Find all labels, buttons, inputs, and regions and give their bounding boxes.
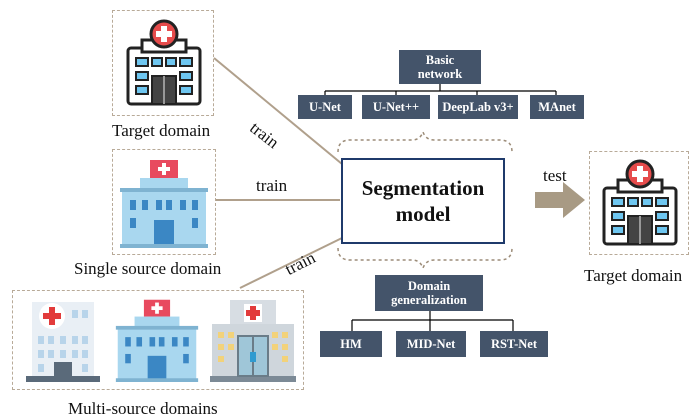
train-label-middle: train: [256, 176, 288, 195]
model-brace-top: [337, 129, 513, 153]
target-domain-box: [112, 10, 214, 116]
test-label: test: [543, 166, 567, 185]
domain-generalization-tree: [351, 311, 514, 331]
target-domain-right-caption: Target domain: [584, 266, 683, 285]
multi-source-caption: Multi-source domains: [68, 399, 218, 418]
hospital-glass-door-icon: [210, 300, 296, 382]
hospital-outline-icon: [602, 159, 678, 246]
method-tag-manet: MAnet: [530, 95, 584, 119]
method-tag-unet: U-Net: [298, 95, 352, 119]
multi-source-box: [12, 290, 304, 390]
hospital-flat-icon: [120, 160, 208, 248]
hospital-round-cross-icon: [26, 302, 100, 382]
hospital-outline-icon: [126, 19, 202, 106]
model-title-line2: model: [395, 202, 451, 226]
basic-network-title-line2: network: [417, 67, 463, 81]
dg-title-line2: generalization: [391, 293, 467, 307]
basic-network-tree: [324, 84, 557, 95]
method-tag-hm: HM: [320, 331, 382, 357]
train-line-top: [213, 57, 343, 165]
train-line-bottom: [239, 237, 343, 289]
dg-title-line1: Domain: [407, 278, 451, 293]
model-brace-bottom: [337, 247, 513, 271]
hospital-flat-icon: [115, 299, 199, 382]
test-arrow: [535, 182, 585, 218]
method-tag-deeplabv3plus: DeepLab v3+: [438, 95, 518, 119]
model-title-line1: Segmentation: [361, 175, 485, 200]
method-tag-unetpp: U-Net++: [362, 95, 430, 119]
method-tag-mid-net: MID-Net: [396, 331, 466, 357]
target-domain-caption: Target domain: [112, 121, 211, 140]
target-domain-right-box: [589, 151, 689, 255]
single-source-box: [112, 149, 216, 255]
basic-network-title-line1: Basic: [425, 52, 455, 67]
method-tag-rst-net: RST-Net: [480, 331, 548, 357]
single-source-caption: Single source domain: [74, 259, 222, 278]
